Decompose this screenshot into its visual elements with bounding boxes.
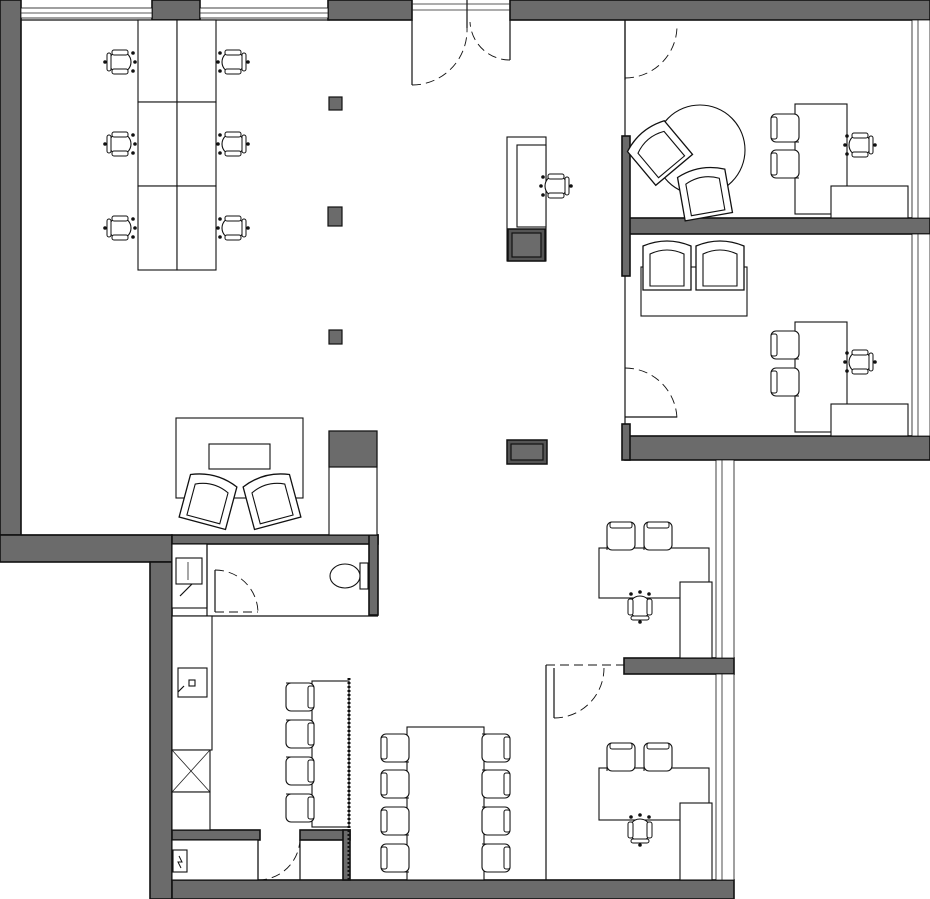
windows	[20, 7, 930, 881]
office-lower-right-1	[598, 521, 713, 659]
toilet-icon	[329, 562, 369, 590]
sink-icon	[177, 667, 208, 698]
cabinet	[328, 430, 378, 536]
wc	[171, 543, 378, 617]
office-middle	[624, 240, 909, 437]
reception-desk	[506, 136, 574, 262]
desk-cluster	[137, 19, 217, 271]
meeting-room-upper	[623, 20, 909, 222]
storage	[171, 837, 301, 881]
column-icon	[327, 96, 343, 345]
kitchen	[171, 615, 213, 831]
office-lower-right-2	[545, 664, 713, 881]
entrance-door	[411, 0, 511, 86]
lounge	[175, 417, 304, 531]
meeting-area-lower	[285, 678, 511, 881]
